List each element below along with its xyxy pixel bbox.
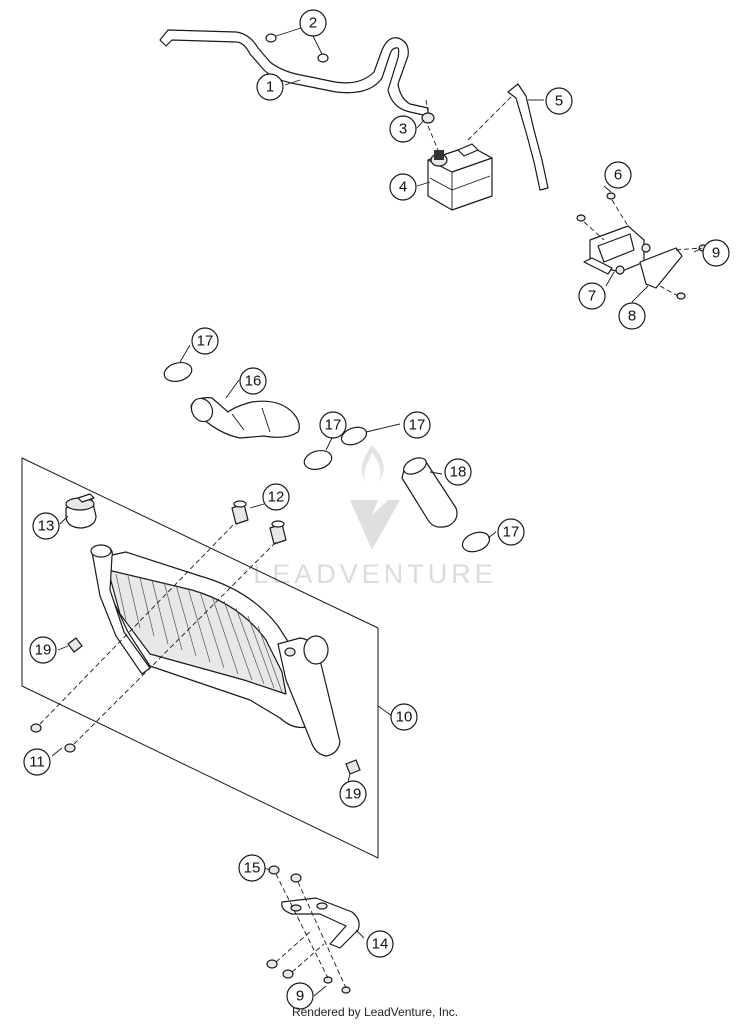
hose-clamp-part: [163, 361, 491, 553]
tank-bracket-part: [583, 225, 651, 275]
rubber-block-part: [67, 637, 361, 775]
svg-text:17: 17: [325, 417, 342, 434]
callout-17-d: 17: [497, 518, 525, 546]
svg-text:13: 13: [38, 518, 55, 535]
callout-7: 7: [578, 282, 606, 310]
callout-13: 13: [32, 512, 60, 540]
callout-19-lower: 19: [339, 780, 367, 808]
callout-17-b: 17: [319, 411, 347, 439]
svg-text:14: 14: [372, 936, 389, 953]
lower-bracket-part: [281, 897, 360, 949]
watermark-text: LEADVENTURE: [253, 559, 497, 589]
short-hose-part: [401, 457, 458, 528]
callout-12: 12: [262, 483, 290, 511]
svg-text:15: 15: [244, 860, 261, 877]
radiator-part: [90, 544, 341, 757]
svg-text:3: 3: [399, 121, 407, 138]
grommet-part: [421, 112, 435, 124]
svg-text:4: 4: [399, 179, 407, 196]
rubber-mount-part: [231, 500, 287, 545]
svg-text:9: 9: [296, 988, 304, 1005]
callout-18: 18: [444, 458, 472, 486]
watermark-v-icon: [350, 500, 400, 550]
bracket-plate-part: [639, 247, 683, 289]
callout-9-upper: 9: [702, 239, 730, 267]
watermark-flame-icon: [361, 445, 384, 482]
callout-5: 5: [545, 87, 573, 115]
svg-text:16: 16: [245, 373, 262, 390]
callout-3: 3: [389, 115, 417, 143]
callout-19-upper: 19: [29, 636, 57, 664]
watermark: LEADVENTURE: [253, 445, 497, 589]
overflow-hose-part: [507, 83, 549, 191]
callout-6: 6: [604, 161, 632, 189]
svg-text:5: 5: [555, 93, 563, 110]
callout-1: 1: [256, 73, 284, 101]
bracket-screws-part: [576, 192, 708, 300]
hose-clip-part: [265, 33, 329, 63]
callout-17-a: 17: [191, 327, 219, 355]
radiator-hose-part: [190, 397, 300, 439]
radiator-panel: [21, 457, 379, 859]
svg-text:12: 12: [268, 489, 285, 506]
callout-16: 16: [239, 367, 267, 395]
callout-10: 10: [390, 703, 418, 731]
footer-credit: Rendered by LeadVenture, Inc.: [291, 1005, 459, 1019]
expansion-tank-part: [427, 143, 493, 211]
radiator-cap-part: [65, 493, 97, 529]
svg-text:19: 19: [35, 642, 52, 659]
lower-bracket-screws-part: [266, 865, 351, 994]
svg-text:8: 8: [628, 308, 636, 325]
svg-text:17: 17: [197, 333, 214, 350]
svg-text:17: 17: [503, 524, 520, 541]
svg-text:9: 9: [712, 245, 720, 262]
svg-text:6: 6: [614, 167, 622, 184]
callout-2: 2: [299, 9, 327, 37]
callout-9-lower: 9: [286, 982, 314, 1010]
callout-11: 11: [23, 748, 51, 776]
callout-8: 8: [618, 302, 646, 330]
svg-text:17: 17: [409, 417, 426, 434]
svg-text:1: 1: [266, 79, 274, 96]
callout-17-c: 17: [403, 411, 431, 439]
svg-text:7: 7: [588, 288, 596, 305]
radiator-screw-part: [30, 723, 76, 753]
breather-hose-part: [159, 29, 429, 117]
callout-4: 4: [389, 173, 417, 201]
svg-text:11: 11: [29, 754, 45, 771]
callout-14: 14: [366, 930, 394, 958]
svg-text:19: 19: [345, 786, 362, 803]
svg-text:18: 18: [450, 464, 467, 481]
svg-text:10: 10: [396, 709, 413, 726]
svg-text:2: 2: [309, 15, 317, 32]
callout-15: 15: [238, 854, 266, 882]
